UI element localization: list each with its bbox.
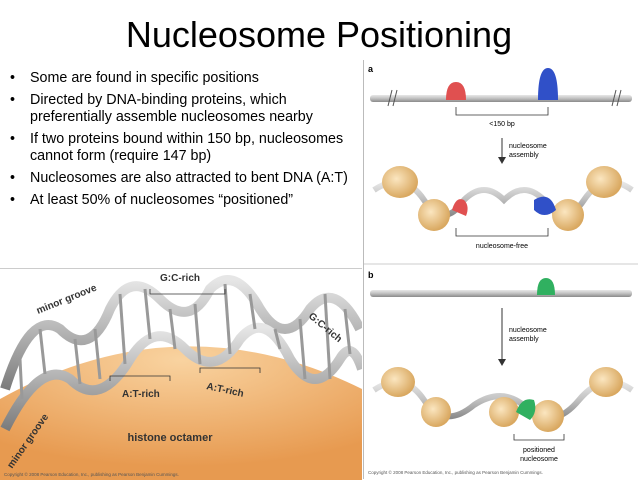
bullet-text: At least 50% of nucleosomes “positioned” [30, 192, 294, 208]
bullet-item: • At least 50% of nucleosomes “positioned… [10, 192, 355, 209]
panel-a-label: a [368, 64, 374, 74]
nucleosome [552, 199, 584, 231]
step-label: nucleosome [509, 327, 547, 334]
dna-wrap [372, 379, 634, 421]
nucleosome [586, 166, 622, 198]
distance-label: <150 bp [489, 121, 515, 128]
panel-b-label: b [368, 270, 374, 280]
dna-strand [370, 95, 632, 102]
bullet-text: Nucleosomes are also attracted to bent D… [30, 170, 348, 186]
nucleosome [489, 397, 519, 427]
dna-backbone [0, 322, 367, 432]
positioned-label: positioned [523, 447, 555, 454]
gc-rich-label: G:C-rich [160, 273, 200, 284]
bullet-marker: • [10, 70, 16, 86]
dna-wrap [372, 179, 634, 218]
histone-octamer-surface [0, 346, 362, 480]
positioned-bracket [513, 434, 565, 441]
gc-bracket [149, 289, 226, 295]
bullet-text: Some are found in specific positions [30, 70, 259, 86]
free-bracket [455, 228, 549, 237]
bullet-marker: • [10, 170, 16, 186]
bullet-list: • Some are found in specific positions • D… [10, 70, 355, 214]
histone-octamer-label: histone octamer [128, 432, 214, 444]
nucleosome [421, 397, 451, 427]
bullet-item: • Nucleosomes are also attracted to bent … [10, 170, 355, 187]
nucleosome [382, 166, 418, 198]
strand-break-mark [387, 89, 398, 107]
copyright-text: Copyright © 2008 Pearson Education, Inc.… [368, 469, 543, 475]
blue-binding-protein [538, 68, 558, 100]
nucleosome [589, 367, 623, 397]
dna-histone-diagram: minor groove G:C-rich G:C-rich A:T-rich … [0, 268, 367, 480]
positioned-label: nucleosome [520, 456, 558, 463]
positioned-nucleosome [532, 400, 564, 432]
blue-binding-protein [534, 196, 556, 215]
free-label: nucleosome-free [476, 243, 528, 250]
base-pairs [18, 283, 352, 400]
distance-bracket [455, 107, 549, 116]
at-rich-label: A:T-rich [122, 389, 160, 400]
step-label: assembly [509, 336, 539, 343]
bullet-item: • Directed by DNA-binding proteins, which… [10, 92, 355, 126]
bullet-text: Directed by DNA-binding proteins, which … [30, 92, 313, 125]
at-bracket [199, 367, 261, 373]
arrowhead-icon [498, 359, 506, 366]
minor-groove-label: minor groove [35, 282, 99, 316]
positioning-diagram-svg: a <150 bp nucleosome assembly nucleosome… [364, 64, 638, 475]
arrowhead-icon [498, 157, 506, 164]
copyright-text: Copyright © 2008 Pearson Education, Inc.… [4, 471, 179, 477]
bullet-marker: • [10, 131, 16, 147]
positioning-diagram: a <150 bp nucleosome assembly nucleosome… [363, 60, 638, 479]
red-binding-protein [452, 199, 468, 216]
strand-break-mark [611, 89, 622, 107]
green-binding-protein [516, 399, 536, 420]
bullet-text: If two proteins bound within 150 bp, nuc… [30, 131, 344, 164]
slide-title: Nucleosome Positioning [125, 14, 513, 55]
dna-strand [370, 290, 632, 297]
dna-backbone [0, 275, 365, 391]
bullet-marker: • [10, 92, 16, 108]
green-binding-protein [537, 278, 555, 295]
nucleosome [418, 199, 450, 231]
dna-histone-svg: minor groove G:C-rich G:C-rich A:T-rich … [0, 273, 367, 480]
nucleosome [381, 367, 415, 397]
red-binding-protein [446, 82, 466, 100]
bullet-item: • If two proteins bound within 150 bp, nu… [10, 131, 355, 165]
step-label: nucleosome [509, 143, 547, 150]
bullet-marker: • [10, 192, 16, 208]
step-label: assembly [509, 152, 539, 159]
bullet-item: • Some are found in specific positions [10, 70, 355, 87]
at-bracket [109, 375, 171, 381]
